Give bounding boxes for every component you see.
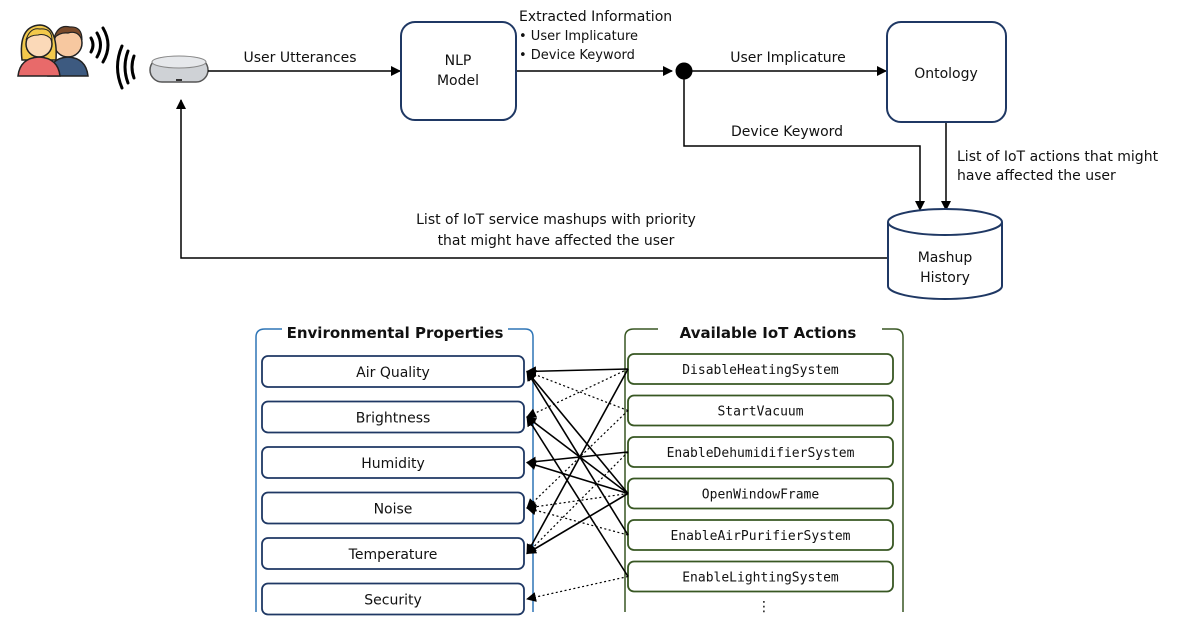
- property-action-link: [526, 492, 629, 555]
- property-action-link: [526, 575, 629, 602]
- iot-actions-note: List of IoT actions that might: [957, 149, 1159, 165]
- ontology-box: Ontology: [886, 21, 1007, 123]
- mashups-note: List of IoT service mashups with priorit…: [416, 212, 696, 228]
- mashups-note: that might have affected the user: [438, 233, 675, 249]
- svg-text:Model: Model: [437, 73, 479, 89]
- iot-action-label: OpenWindowFrame: [702, 488, 820, 503]
- smart-speaker-icon: [149, 55, 209, 83]
- iot-action-box: EnableDehumidifierSystem: [627, 436, 894, 468]
- property-action-link: [526, 370, 629, 536]
- env-property-box: Air Quality: [261, 355, 525, 388]
- iot-actions-note: have affected the user: [957, 168, 1116, 184]
- users-icon: [17, 24, 89, 77]
- iot-action-label: EnableLightingSystem: [682, 571, 839, 586]
- env-property-label: Humidity: [361, 456, 424, 472]
- iot-action-box: EnableLightingSystem: [627, 560, 894, 593]
- env-property-box: Brightness: [261, 400, 525, 434]
- top-connectors: [176, 62, 951, 259]
- env-property-box: Temperature: [261, 537, 525, 570]
- iot-action-box: StartVacuum: [627, 394, 894, 427]
- env-property-label: Brightness: [356, 411, 431, 427]
- property-action-link: [526, 416, 629, 495]
- iot-action-label: StartVacuum: [717, 405, 803, 420]
- property-action-link: [526, 368, 629, 555]
- property-action-link: [526, 460, 629, 495]
- more-actions-ellipsis: ⋮: [757, 599, 771, 615]
- iot-action-label: EnableDehumidifierSystem: [667, 446, 855, 461]
- property-action-link: [526, 370, 629, 495]
- extracted-item: • Device Keyword: [519, 48, 635, 63]
- arrow-history-to-speaker: [176, 99, 888, 259]
- property-action-link: [526, 370, 629, 412]
- nlp-model-box: NLP Model: [400, 21, 517, 121]
- env-property-label: Noise: [374, 502, 413, 518]
- iot-action-box: EnableAirPurifierSystem: [627, 519, 894, 551]
- env-property-box: Security: [261, 582, 525, 616]
- iot-action-label: EnableAirPurifierSystem: [670, 529, 850, 544]
- iot-action-box: OpenWindowFrame: [627, 477, 894, 510]
- environmental-properties-group: Environmental Properties Air QualityBrig…: [255, 324, 534, 616]
- property-action-link: [526, 451, 629, 555]
- sound-waves-icon: [89, 26, 136, 90]
- user-utterances-label: User Utterances: [243, 50, 356, 66]
- junction-dot: [675, 62, 693, 80]
- env-property-label: Air Quality: [356, 365, 430, 381]
- device-keyword-label: Device Keyword: [731, 124, 843, 140]
- property-action-link: [526, 410, 629, 509]
- property-action-links: [526, 366, 629, 602]
- mashup-history-database: Mashup History: [887, 208, 1003, 300]
- svg-text:NLP: NLP: [445, 53, 472, 69]
- act-title: Available IoT Actions: [680, 324, 857, 342]
- property-action-link: [526, 368, 629, 418]
- iot-action-label: DisableHeatingSystem: [682, 363, 839, 378]
- svg-text:Mashup: Mashup: [918, 250, 973, 266]
- svg-text:Ontology: Ontology: [914, 66, 978, 82]
- extracted-information-title: Extracted Information: [519, 9, 672, 25]
- property-action-link: [526, 366, 629, 377]
- env-property-label: Temperature: [348, 547, 438, 563]
- iot-action-box: DisableHeatingSystem: [627, 353, 894, 385]
- env-property-box: Humidity: [261, 446, 525, 479]
- svg-text:History: History: [920, 270, 970, 286]
- user-implicature-label: User Implicature: [730, 50, 846, 66]
- property-action-link: [526, 451, 629, 467]
- env-property-box: Noise: [261, 491, 525, 525]
- property-action-link: [526, 416, 629, 577]
- extracted-item: • User Implicature: [519, 29, 638, 44]
- arrow-junction-to-history: [683, 71, 925, 211]
- property-action-link: [526, 505, 629, 536]
- env-property-label: Security: [364, 593, 422, 609]
- env-title: Environmental Properties: [287, 324, 504, 342]
- property-action-link: [526, 492, 629, 512]
- iot-actions-group: Available IoT Actions DisableHeatingSyst…: [624, 324, 904, 615]
